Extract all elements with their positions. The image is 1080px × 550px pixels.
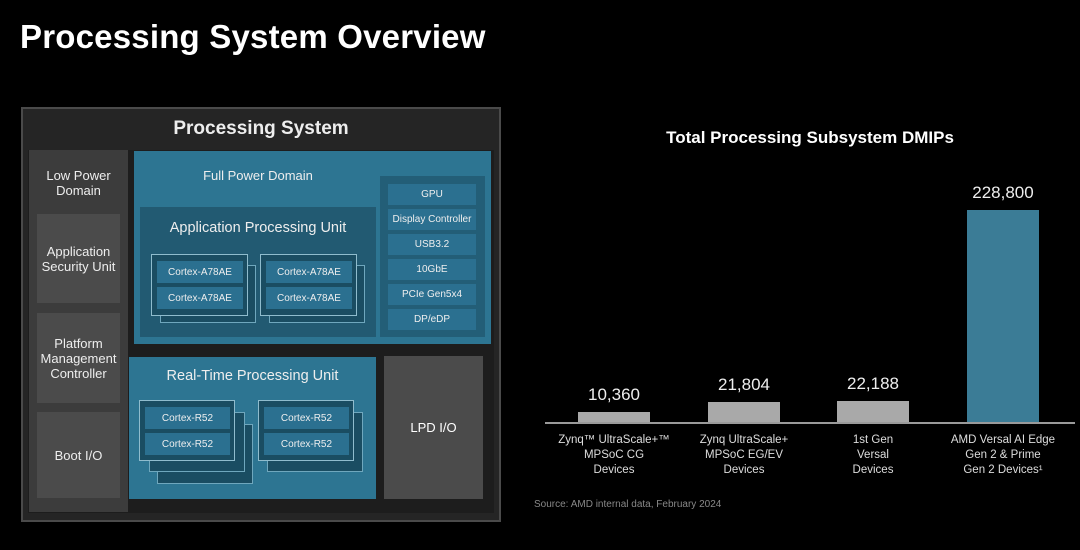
category-label-line: 1st Gen [852,434,894,446]
peripheral-10gbe: 10GbE [388,259,476,280]
bar-value-label: 22,188 [847,374,899,394]
category-label-line: Zynq UltraScale+ [699,434,789,446]
bar-value-label: 21,804 [718,374,770,394]
low-power-domain-label: Low Power Domain [46,168,111,198]
peripheral-display-controller: Display Controller [388,209,476,230]
cortex-a78ae-core: Cortex-A78AE [157,287,243,309]
application-security-unit: Application Security Unit [37,214,120,303]
peripheral-pcie: PCIe Gen5x4 [388,284,476,305]
bar-value-label: 10,360 [588,385,640,405]
platform-management-controller: Platform Management Controller [37,313,120,403]
peripheral-usb: USB3.2 [388,234,476,255]
category-label-line: Devices [852,464,894,476]
chart-title: Total Processing Subsystem DMIPs [666,128,954,147]
category-label-line: MPSoC EG/EV [705,449,783,461]
category-label: Zynq UltraScale+ MPSoC EG/EV Devices [674,433,814,478]
cortex-r52-core: Cortex-R52 [264,433,349,455]
category-label-line: Gen 2 Devices¹ [963,464,1043,476]
lpd-io: LPD I/O [384,356,483,499]
boot-io: Boot I/O [37,412,120,498]
bar [708,401,780,422]
rpu-label: Real-Time Processing Unit [166,368,339,384]
category-label-line: Devices [593,464,635,476]
cortex-a78ae-core: Cortex-A78AE [157,261,243,283]
bar [967,210,1039,422]
x-axis-line [545,422,1075,424]
bar-value-label: 228,800 [972,183,1034,202]
processing-system-title: Processing System [173,118,349,139]
bar [578,412,650,422]
cortex-r52-core: Cortex-R52 [145,407,230,429]
full-power-domain-label: Full Power Domain [203,168,313,183]
category-label-line: AMD Versal AI Edge [950,434,1056,446]
peripheral-gpu: GPU [388,184,476,205]
source-note: Source: AMD internal data, February 2024 [534,499,722,510]
category-label-line: Versal [857,449,889,461]
category-label-line: Gen 2 & Prime [965,449,1041,461]
category-label: Zynq™ UltraScale+™ MPSoC CG Devices [544,433,684,478]
cortex-r52-core: Cortex-R52 [145,433,230,455]
category-label-line: Zynq™ UltraScale+™ [558,434,670,446]
category-label-line: MPSoC CG [583,449,645,461]
page-title: Processing System Overview [20,18,486,55]
cortex-a78ae-core: Cortex-A78AE [266,287,352,309]
category-label-line: Devices [723,464,765,476]
peripheral-dp-edp: DP/eDP [388,309,476,330]
bar [837,401,909,422]
cortex-a78ae-core: Cortex-A78AE [266,261,352,283]
apu-label: Application Processing Unit [169,220,347,236]
cortex-r52-core: Cortex-R52 [264,407,349,429]
